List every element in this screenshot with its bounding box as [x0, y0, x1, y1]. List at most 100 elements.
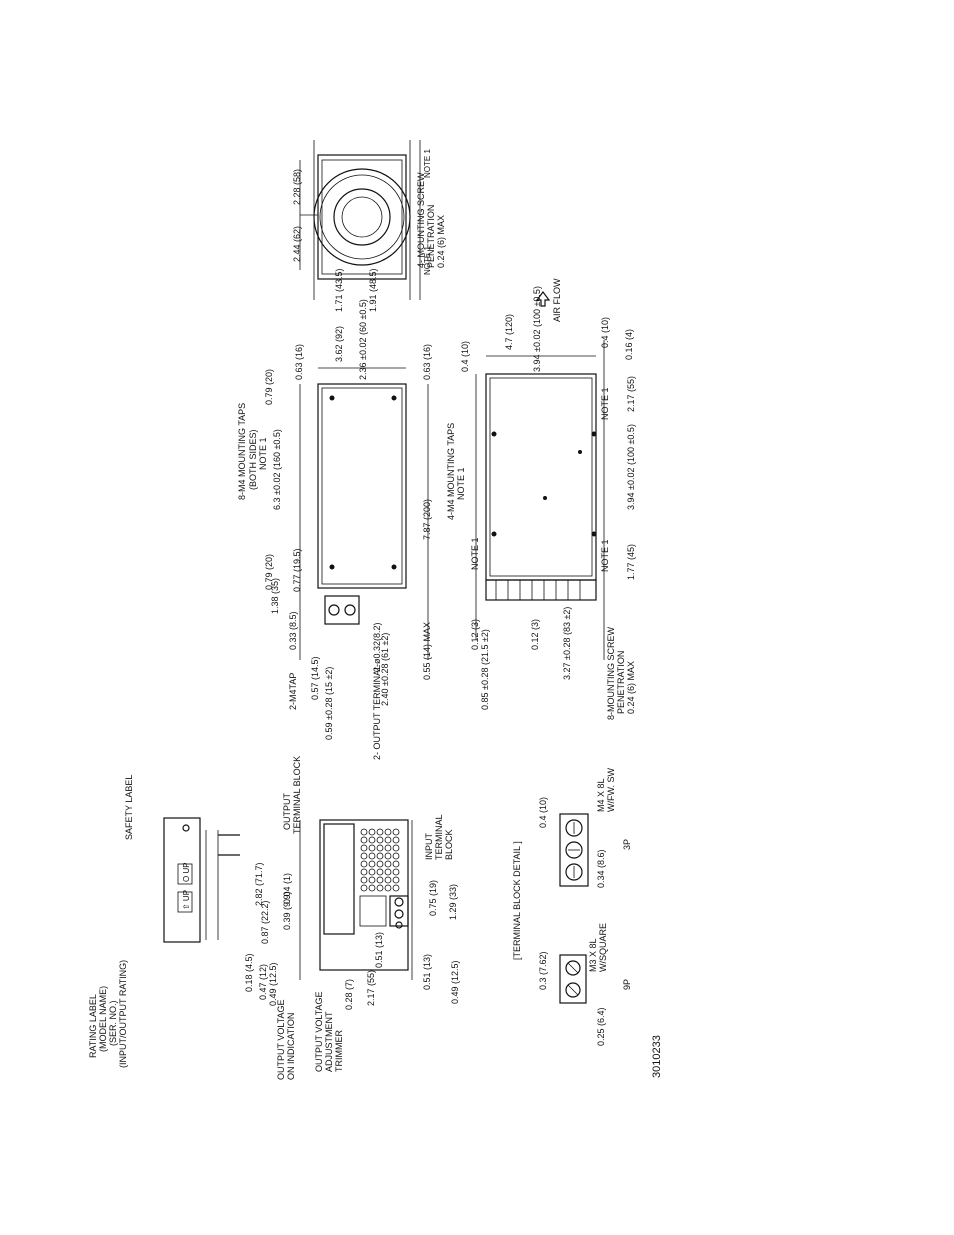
side-d8: 0.77 (19.5) [292, 548, 302, 592]
vent-hole [384, 844, 392, 852]
front-d9: 2.17 (55) [366, 970, 376, 1006]
bottom-d4: 0.4 (10) [600, 317, 610, 348]
vent-hole [360, 828, 368, 836]
vent-hole [368, 860, 376, 868]
input-tb-2: TERMINAL [434, 814, 444, 860]
vent-hole [360, 876, 368, 884]
front-d11: 0.51 (13) [422, 954, 432, 990]
output-tb-2: TERMINAL BLOCK [292, 756, 302, 834]
bottom-screw-1: 8-MOUNTING SCREW [606, 626, 616, 720]
vent-hole [384, 836, 392, 844]
ov-adjust-2: ADJUSTMENT [324, 1011, 334, 1072]
terminal-m3b: W/SQUARE [598, 923, 608, 972]
bottom-taps-2: NOTE 1 [456, 467, 466, 500]
rating-label-2: (MODEL NAME) [98, 986, 108, 1052]
vent-hole [368, 844, 376, 852]
vent-hole [392, 852, 400, 860]
side-d17: 2.40 ±0.28 (61 ±2) [380, 633, 390, 706]
vent-hole [360, 852, 368, 860]
vent-hole [384, 860, 392, 868]
side-d6: 6.3 ±0.02 (160 ±0.5) [272, 429, 282, 510]
vent-hole [384, 868, 392, 876]
vent-hole [368, 876, 376, 884]
bottom-d5: 0.16 (4) [624, 329, 634, 360]
fan-end-view [299, 140, 421, 300]
vent-hole [360, 884, 368, 892]
bottom-d3: 3.94 ±0.02 (100 ±0.5) [532, 286, 542, 372]
input-tb-3: BLOCK [444, 829, 454, 860]
front-view [163, 817, 413, 980]
front-d10: 0.51 (13) [374, 932, 384, 968]
vent-hole [392, 836, 400, 844]
bottom-d12: 0.85 ±0.28 (21.5 ±2) [480, 629, 490, 710]
bottom-note-3: NOTE 1 [600, 539, 610, 572]
vent-hole [368, 836, 376, 844]
safety-label: SAFETY LABEL [124, 775, 134, 840]
vent-hole [360, 868, 368, 876]
side-d4: 0.63 (16) [422, 344, 432, 380]
bottom-d11: 3.27 ±0.28 (83 ±2) [562, 607, 572, 680]
front-label-right: O UP [182, 862, 191, 882]
input-tb-1: INPUT [424, 832, 434, 860]
front-d13: 0.75 (19) [428, 880, 438, 916]
ov-indication-2: ON INDICATION [286, 1013, 296, 1080]
fan-note-b: NOTE 1 [423, 246, 432, 275]
side-d3: 2.36 ±0.02 (60 ±0.5) [358, 299, 368, 380]
rating-label-1: RATING LABEL [88, 994, 98, 1058]
vent-hole [392, 844, 400, 852]
vent-hole [368, 828, 376, 836]
vent-hole [368, 868, 376, 876]
front-d5: 0.18 (4.5) [244, 953, 254, 992]
bottom-screw-3: 0.24 (6) MAX [626, 661, 636, 714]
vent-hole [392, 876, 400, 884]
terminal-m4: M4 X 8L [596, 778, 606, 812]
side-d5: 0.79 (20) [264, 369, 274, 405]
front-d2: 0.87 (22.2) [260, 900, 270, 944]
terminal-d2: 0.4 (10) [538, 797, 548, 828]
vent-hole [376, 876, 384, 884]
terminal-3p: 3P [622, 839, 632, 850]
air-flow-arrow-icon [535, 291, 551, 307]
ov-adjust-3: TRIMMER [334, 1030, 344, 1072]
side-d16: 2-ø0.32(8.2) [372, 622, 382, 672]
vent-hole [392, 868, 400, 876]
fan-note-a: NOTE 1 [423, 149, 432, 178]
side-view [299, 367, 429, 660]
vent-holes [360, 828, 400, 892]
front-d6: 0.47 (12) [258, 964, 268, 1000]
side-d10: 0.33 (8.5) [288, 611, 298, 650]
vent-hole [376, 828, 384, 836]
side-taps-2: (BOTH SIDES) [248, 429, 258, 490]
vent-hole [360, 836, 368, 844]
vent-hole [376, 884, 384, 892]
side-d2: 3.62 (92) [334, 326, 344, 362]
terminal-3p-drawing [559, 813, 589, 887]
terminal-d3: 0.25 (6.4) [596, 1007, 606, 1046]
terminal-detail-title: [TERMINAL BLOCK DETAIL ] [512, 841, 522, 960]
fan-dim-b: 2.44 (62) [292, 226, 302, 262]
rating-label-3: (SER. NO.) [108, 1000, 118, 1046]
drawing-id: 3010233 [651, 1035, 663, 1078]
bottom-note-2: NOTE 1 [600, 387, 610, 420]
vent-hole [360, 844, 368, 852]
bottom-d10: 0.12 (3) [530, 619, 540, 650]
side-d9: 1.38 (35) [270, 578, 280, 614]
front-d14: 1.29 (33) [448, 884, 458, 920]
vent-hole [376, 868, 384, 876]
side-d1: 0.63 (16) [294, 344, 304, 380]
fan-dim-d: 1.91 (48.5) [368, 268, 378, 312]
side-d11: 7.87 (200) [422, 499, 432, 540]
side-d14: 0.57 (14.5) [310, 656, 320, 700]
vent-hole [376, 860, 384, 868]
vent-hole [384, 884, 392, 892]
vent-hole [392, 828, 400, 836]
terminal-d4: 0.34 (8.6) [596, 849, 606, 888]
bottom-d9: 0.12 (3) [470, 619, 480, 650]
vent-hole [360, 860, 368, 868]
ov-indication-1: OUTPUT VOLTAGE [276, 999, 286, 1080]
terminal-m4b: W/FW. SW [606, 768, 616, 812]
side-taps-3: NOTE 1 [258, 437, 268, 470]
bottom-d7: 3.94 ±0.02 (100 ±0.5) [626, 424, 636, 510]
bottom-d8: 1.77 (45) [626, 544, 636, 580]
